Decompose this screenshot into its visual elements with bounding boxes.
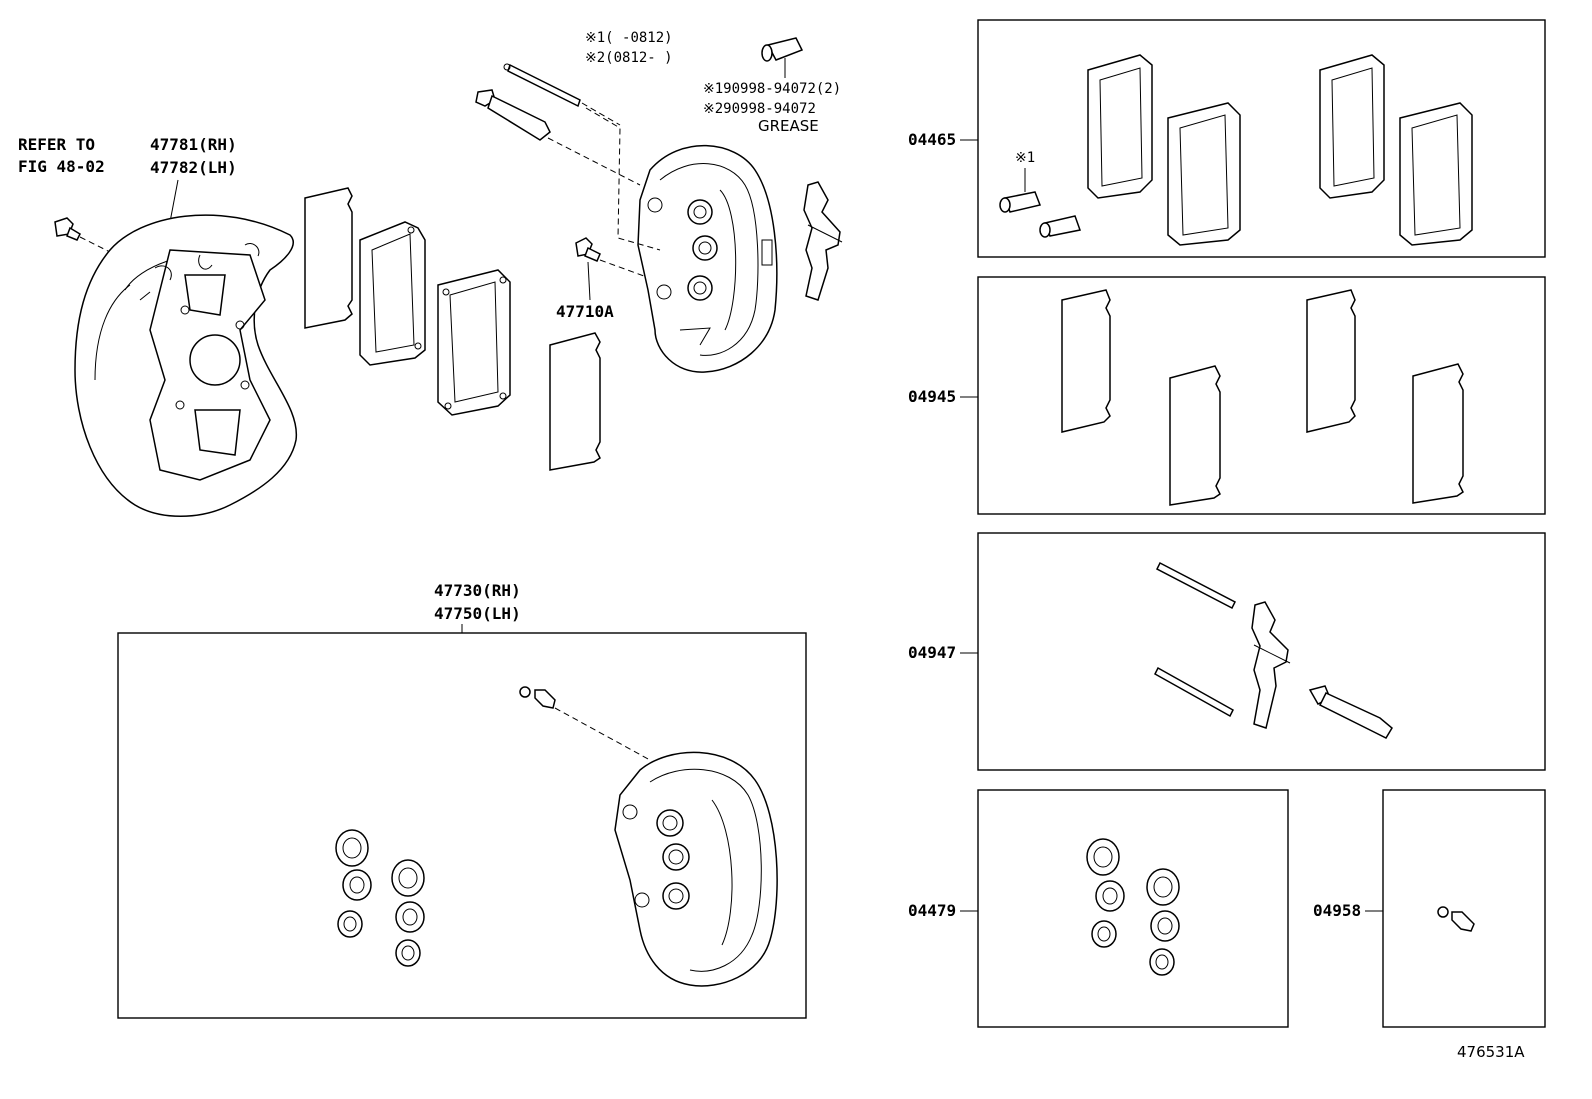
shim-left-outer [304, 187, 353, 329]
dust-shield [74, 214, 298, 517]
kit-04479-label[interactable]: 04479 [908, 901, 956, 920]
guide-pin-long [503, 63, 581, 108]
diagram-id: 476531A [1457, 1043, 1525, 1061]
shield-bolt [54, 217, 81, 241]
shield-rh-label[interactable]: 47781(RH) [150, 135, 237, 154]
refer-to-label: REFER TO [18, 135, 95, 154]
kit-04947-box [977, 532, 1546, 771]
bleeder-dash [554, 707, 651, 761]
caliper-rh-label[interactable]: 47730(RH) [434, 581, 521, 600]
shield-leader-line [169, 179, 179, 223]
caliper-body [614, 751, 778, 987]
piston-seal-set-kit [335, 829, 425, 967]
pad-set-1 [1087, 54, 1241, 246]
bolt-47710a-leader [587, 261, 591, 301]
brake-pad-inner [437, 269, 511, 416]
shim-kit-parts [1061, 289, 1464, 506]
brake-caliper-assembly [637, 144, 778, 373]
fitting-kit-parts [1154, 561, 1393, 739]
caliper-kit-box [117, 632, 807, 1019]
kit-04465-note: ※1 [1015, 150, 1035, 166]
guide-pin-dash-2 [547, 137, 641, 186]
kit-04465-label[interactable]: 04465 [908, 130, 956, 149]
pad-spring-clip [803, 181, 843, 301]
pad-set-2 [1319, 54, 1473, 246]
brake-pad-outer [359, 221, 426, 366]
caliper-bolt-47710a [575, 237, 601, 262]
kit-04945-box [977, 276, 1546, 515]
bleeder-kit-parts [1437, 906, 1475, 932]
note-2-range: ※2(0812- ) [585, 50, 673, 66]
seal-kit-parts [1086, 838, 1180, 976]
kit-04947-label[interactable]: 04947 [908, 643, 956, 662]
guide-pin-dash-1 [581, 102, 621, 126]
kit-04958-box [1382, 789, 1546, 1028]
grease-tubes [999, 191, 1081, 238]
caliper-lh-label[interactable]: 47750(LH) [434, 604, 521, 623]
shield-lh-label[interactable]: 47782(LH) [150, 158, 237, 177]
bleeder-screw [519, 686, 556, 709]
grease-part-1: ※190998-94072(2) [703, 81, 841, 97]
shim-lower [549, 332, 601, 471]
grease-part-2: ※290998-94072 [703, 101, 816, 117]
kit-04945-label[interactable]: 04945 [908, 387, 956, 406]
kit-04465-box [977, 19, 1546, 258]
kit-04958-label[interactable]: 04958 [1313, 901, 1361, 920]
guide-pin-short [475, 89, 551, 141]
pin-path-dash [585, 107, 661, 251]
refer-fig-label: FIG 48-02 [18, 157, 105, 176]
bolt-47710a-label[interactable]: 47710A [556, 302, 614, 321]
note-1-range: ※1( -0812) [585, 30, 673, 46]
grease-label: GREASE [758, 117, 819, 135]
grease-tube [761, 37, 804, 62]
kit-04479-box [977, 789, 1289, 1028]
